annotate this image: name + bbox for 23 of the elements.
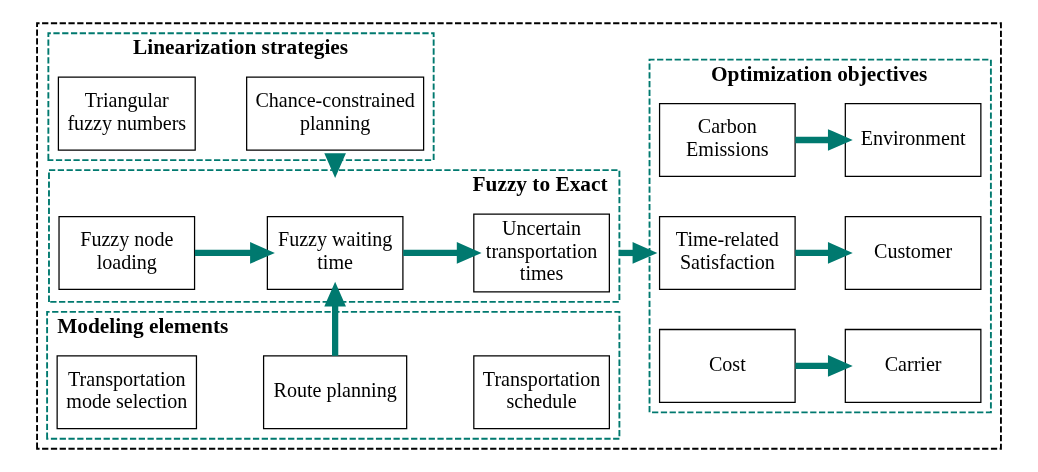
node-box: Fuzzy waiting time xyxy=(266,215,404,290)
arrow xyxy=(194,242,275,264)
arrow xyxy=(324,281,346,356)
arrow xyxy=(795,242,853,264)
node-box: Fuzzy node loading xyxy=(58,215,196,290)
node-box: Customer xyxy=(844,215,982,290)
node-box: Transportation mode selection xyxy=(56,355,198,430)
node-box: Environment xyxy=(844,102,982,177)
cluster xyxy=(36,22,1002,450)
node-box: Cost xyxy=(658,328,796,403)
node-box: Triangular fuzzy numbers xyxy=(57,76,196,151)
arrow xyxy=(324,153,346,178)
arrow xyxy=(403,242,482,264)
node-box: Time-related Satisfaction xyxy=(658,215,796,290)
node-box: Carrier xyxy=(844,328,982,403)
arrow xyxy=(619,242,658,264)
node-box: Uncertain transportation times xyxy=(473,213,610,293)
node-box: Route planning xyxy=(262,355,408,430)
node-box: Transportation schedule xyxy=(473,355,610,430)
node-box: Carbon Emissions xyxy=(658,102,796,177)
node-box: Chance-constrained planning xyxy=(246,76,425,151)
arrow xyxy=(795,129,853,151)
arrow xyxy=(795,355,853,377)
